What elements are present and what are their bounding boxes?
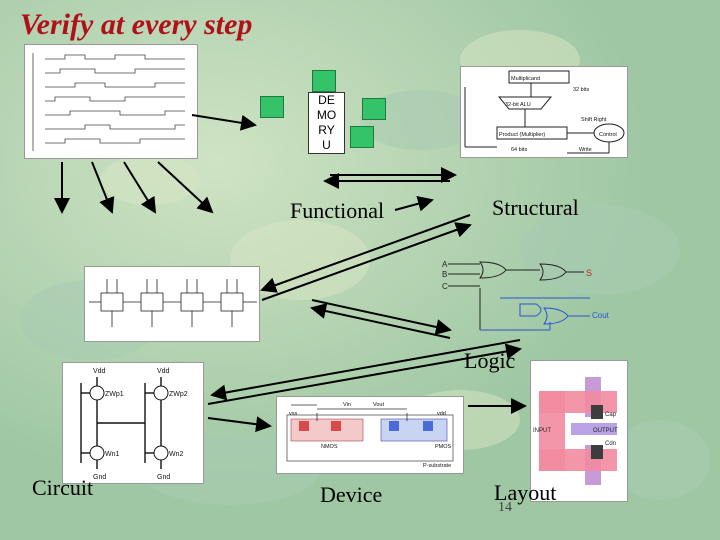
layout-input: INPUT [533, 428, 551, 434]
circuit-wn1: Wn1 [105, 451, 120, 458]
logic-gate-drawing: A B C S Cout [442, 260, 610, 331]
memory-line-4: U [322, 138, 331, 152]
alu-label: 32-bit ALU [505, 102, 531, 108]
block-square-left [260, 96, 284, 118]
memory-line-1: DE [318, 93, 335, 107]
logic-label: Logic [464, 348, 516, 373]
structural-drawing: Multiplicand 32 bits 32-bit ALU Shift Ri… [464, 70, 625, 154]
ripple-adder-panel [84, 266, 260, 342]
multiplicand-label: Multiplicand [511, 76, 540, 82]
device-substrate: P-substrate [423, 463, 451, 469]
circuit-drawing: Vdd Vdd ZWp1 ZWp2 Wn1 Wn2 Gnd Gnd [80, 368, 188, 481]
circuit-label: Circuit [32, 475, 94, 500]
layout-panel: INPUT OUTPUT Cap Cdn [530, 360, 628, 502]
device-vin: Vin [343, 402, 351, 408]
circuit-gnd-1: Gnd [93, 474, 106, 481]
logic-input-c: C [442, 282, 448, 291]
device-pmos: PMOS [435, 444, 452, 450]
product-label: Product (Multiplier) [499, 132, 545, 138]
layout-cdn: Cdn [605, 441, 616, 447]
device-drawing: Vin Vout vss vdd NMOS PMOS P-substrate [286, 402, 454, 469]
control-label: Control [599, 132, 617, 138]
device-vss: vss [289, 411, 298, 417]
circuit-gnd-2: Gnd [157, 474, 170, 481]
circuit-zwp1: ZWp1 [105, 391, 124, 398]
slide-title: Verify at every step [20, 8, 253, 41]
layout-cap: Cap [605, 412, 617, 418]
block-square-top [312, 70, 336, 92]
circuit-vdd-1: Vdd [93, 368, 106, 375]
block-square-right [362, 98, 386, 120]
circuit-wn2: Wn2 [169, 451, 184, 458]
block-square-bottom [350, 126, 374, 148]
circuit-zwp2: ZWp2 [169, 391, 188, 398]
logic-gate-panel: A B C S Cout [440, 258, 620, 344]
memory-line-2: MO [316, 108, 337, 122]
slide-number: 14 [498, 500, 512, 515]
memory-block: DE MO RY U [308, 92, 345, 154]
layout-output: OUTPUT [593, 428, 618, 434]
logic-output-cout: Cout [592, 311, 610, 320]
device-panel: Vin Vout vss vdd NMOS PMOS P-substrate [276, 396, 464, 474]
structural-panel: Multiplicand 32 bits 32-bit ALU Shift Ri… [460, 66, 628, 158]
bits64-label: 64 bits [511, 147, 527, 153]
shift-right-label: Shift Right [581, 117, 607, 123]
device-label: Device [320, 482, 383, 507]
circuit-vdd-2: Vdd [157, 368, 170, 375]
device-vdd: vdd [437, 411, 446, 417]
logic-input-a: A [442, 260, 448, 269]
layout-label: Layout [494, 480, 557, 505]
structural-label: Structural [492, 195, 579, 220]
functional-label: Functional [290, 198, 385, 223]
ripple-adder-drawing [89, 279, 257, 327]
memory-line-3: RY [318, 123, 335, 137]
waveform-drawing [32, 53, 185, 151]
device-nmos: NMOS [321, 444, 338, 450]
layout-drawing: INPUT OUTPUT Cap Cdn [533, 377, 618, 485]
circuit-panel: Vdd Vdd ZWp1 ZWp2 Wn1 Wn2 Gnd Gnd [62, 362, 204, 484]
device-vout: Vout [373, 402, 384, 408]
write-label: Write [579, 147, 592, 153]
logic-output-s: S [586, 268, 592, 278]
waveform-panel [24, 44, 198, 159]
logic-input-b: B [442, 270, 447, 279]
bits32-label: 32 bits [573, 87, 589, 93]
